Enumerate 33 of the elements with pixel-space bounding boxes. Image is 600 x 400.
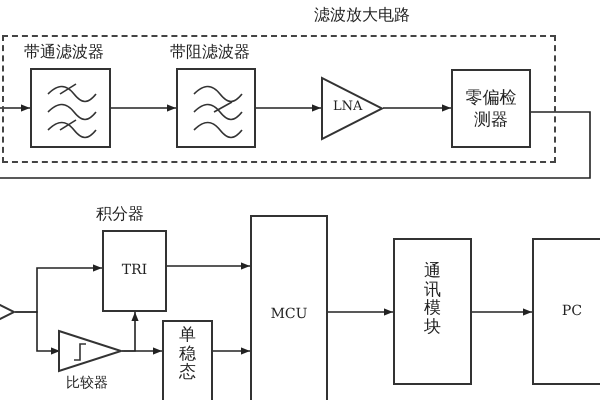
arrow — [472, 308, 532, 316]
node-label: 单稳态 — [179, 326, 196, 382]
comparator-triangle — [58, 330, 122, 372]
filter-box — [30, 68, 111, 148]
arrow — [383, 104, 451, 112]
node-label: PC — [560, 302, 584, 320]
node-caption: 带阻滤波器 — [170, 42, 250, 63]
block-box — [393, 238, 472, 385]
arrow — [122, 347, 162, 355]
filter-box — [176, 68, 256, 148]
amplifier-triangle — [321, 77, 383, 140]
node-label: LNA — [333, 98, 362, 114]
arrow — [256, 104, 321, 112]
node-label: MCU — [270, 305, 308, 324]
node-caption: 比较器 — [66, 374, 108, 392]
node-label: 通讯模块 — [424, 262, 441, 337]
node-caption: 带通滤波器 — [24, 42, 104, 63]
block-box — [162, 320, 213, 400]
block-box — [532, 238, 600, 385]
block-box — [102, 230, 167, 312]
node-label: TRI — [120, 261, 148, 280]
block-box — [451, 69, 531, 148]
group-title: 滤波放大电路 — [314, 5, 410, 26]
connector-line — [0, 111, 591, 179]
arrow — [111, 104, 176, 112]
arrow — [15, 311, 60, 355]
arrow — [0, 104, 30, 112]
arrow — [167, 262, 250, 270]
node-caption: 积分器 — [96, 204, 144, 225]
node-label: 零偏检测器 — [464, 86, 518, 131]
arrow — [213, 347, 250, 355]
arrow — [328, 308, 393, 316]
block-box — [250, 215, 328, 400]
